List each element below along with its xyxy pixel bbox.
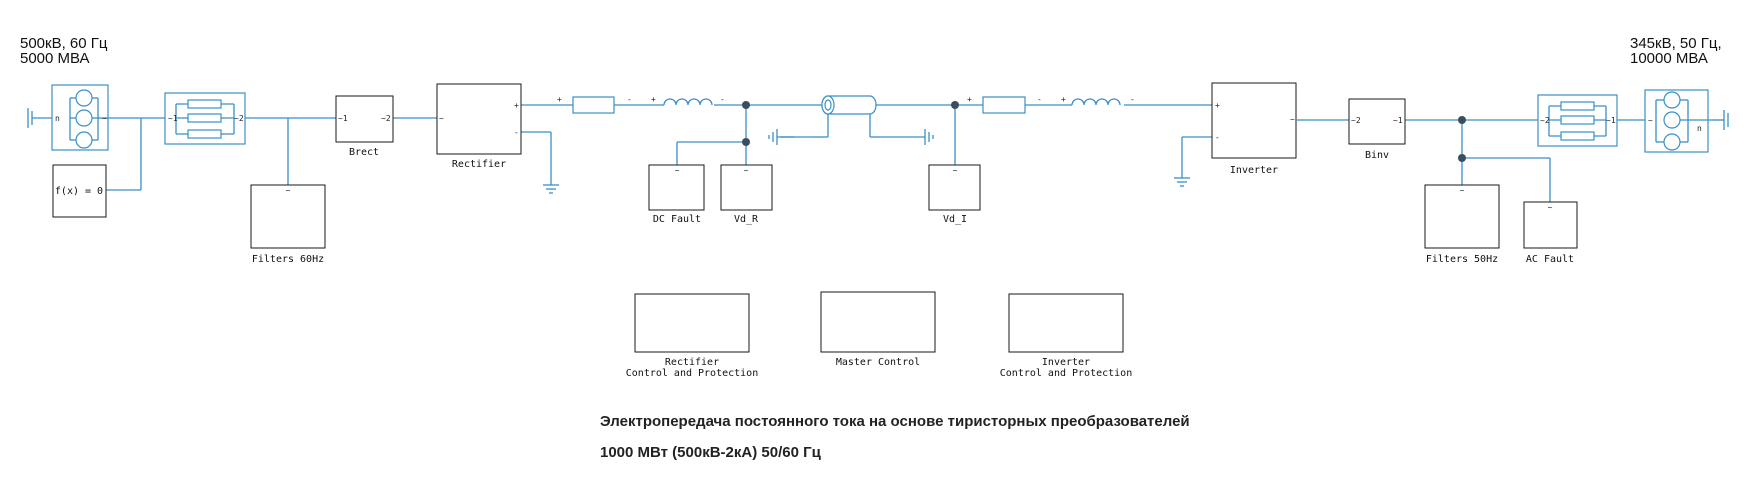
diagram-caption-line1: Электропередача постоянного тока на осно… (600, 413, 1190, 430)
port-tilde1-binv: ~1 (1393, 116, 1403, 125)
port-tilde-src-left: ~ (102, 114, 107, 123)
fx-block[interactable]: f(x) = 0 (52, 164, 107, 218)
port-tilde-inv: ~ (1290, 115, 1295, 124)
vd-i-label: Vd_I (943, 214, 967, 225)
inverter-label: Inverter (1230, 165, 1278, 176)
inverter-control-label-1: Inverter (1042, 357, 1090, 368)
master-control-block[interactable]: Master Control (820, 291, 936, 368)
inverter-ground-icon (1174, 177, 1190, 187)
ac-fault-block[interactable]: ~ AC Fault (1523, 201, 1578, 265)
port-minus-ind-i: - (1130, 95, 1135, 104)
port-tilde-vdr: ~ (744, 166, 749, 175)
source-left-power: 5000 МВА (20, 50, 90, 67)
port-tilde-acf: ~ (1548, 203, 1553, 212)
cable-ground-left-icon (768, 129, 812, 145)
smoothing-inductor-rect[interactable]: + - (651, 95, 725, 106)
rectifier-label: Rectifier (452, 159, 506, 170)
inverter-block[interactable]: + - ~ Inverter (1211, 82, 1297, 176)
brect-block[interactable]: ~1 ~2 Brect (335, 95, 394, 158)
vd-r-block[interactable]: ~ Vd_R (720, 164, 773, 225)
port-tilde2-imp-right: ~2 (1540, 116, 1550, 125)
port-tilde-rect: ~ (439, 114, 444, 123)
filters-60hz-label: Filters 60Hz (252, 254, 324, 265)
junction-node (1458, 154, 1466, 162)
port-tilde-f50: ~ (1460, 186, 1465, 195)
inverter-control-label-2: Control and Protection (1000, 368, 1132, 379)
dc-fault-label: DC Fault (653, 214, 701, 225)
source-left-voltage: 500кВ, 60 Гц (20, 35, 108, 52)
source-right-voltage: 345кВ, 50 Гц, (1630, 35, 1722, 52)
filters-50hz-label: Filters 50Hz (1426, 254, 1498, 265)
port-plus-rect: + (514, 101, 519, 110)
port-minus-ind-r: - (720, 95, 725, 104)
filters-50hz-block[interactable]: ~ Filters 50Hz (1424, 184, 1500, 265)
port-plus-res-i: + (967, 95, 972, 104)
master-control-label: Master Control (836, 357, 920, 368)
ac-source-right[interactable]: ~ n (1644, 89, 1729, 153)
port-tilde1-imp-left: ~1 (168, 114, 178, 123)
port-plus-inv: + (1215, 101, 1220, 110)
cable-ground-right-icon (924, 129, 934, 145)
junction-node (742, 138, 750, 146)
port-minus-rect: - (514, 128, 519, 137)
junction-node (951, 101, 959, 109)
port-plus-ind-r: + (651, 95, 656, 104)
diagram-caption-line2: 1000 МВт (500кВ-2кА) 50/60 Гц (600, 444, 822, 461)
vd-r-label: Vd_R (734, 214, 759, 225)
binv-label: Binv (1365, 150, 1389, 161)
port-n-left: n (55, 114, 60, 123)
inverter-control-block[interactable]: Inverter Control and Protection (1000, 293, 1132, 379)
junction-node (742, 101, 750, 109)
port-tilde2-binv: ~2 (1351, 116, 1361, 125)
ac-fault-label: AC Fault (1526, 254, 1574, 265)
port-minus-res-i: - (1037, 95, 1042, 104)
dc-fault-block[interactable]: ~ DC Fault (648, 164, 705, 225)
rectifier-control-label-2: Control and Protection (626, 368, 758, 379)
port-tilde2-imp-left: ~2 (234, 114, 244, 123)
port-tilde-vdi: ~ (953, 166, 958, 175)
vd-i-block[interactable]: ~ Vd_I (928, 164, 981, 225)
port-tilde1-brect: ~1 (338, 114, 348, 123)
binv-block[interactable]: ~2 ~1 Binv (1348, 98, 1406, 161)
port-minus-res-r: - (627, 95, 632, 104)
port-minus-inv: - (1215, 133, 1220, 142)
port-tilde-dcf: ~ (675, 166, 680, 175)
source-impedance-right[interactable]: ~2 ~1 (1537, 94, 1618, 147)
brect-label: Brect (349, 147, 379, 158)
port-tilde2-brect: ~2 (381, 114, 391, 123)
rectifier-control-block[interactable]: Rectifier Control and Protection (626, 293, 758, 379)
port-tilde-src-right: ~ (1648, 116, 1653, 125)
fx-label: f(x) = 0 (55, 186, 103, 197)
smoothing-resistor-rect[interactable]: + - (557, 95, 632, 114)
port-plus-res-r: + (557, 95, 562, 104)
port-tilde-f60: ~ (286, 186, 291, 195)
port-n-right: n (1697, 124, 1702, 133)
ac-source-left[interactable]: n ~ (27, 84, 109, 151)
smoothing-inductor-inv[interactable]: + - (1061, 95, 1135, 106)
wires (106, 104, 1645, 202)
rectifier-control-label-1: Rectifier (665, 357, 719, 368)
port-plus-ind-i: + (1061, 95, 1066, 104)
source-right-power: 10000 МВА (1630, 50, 1708, 67)
smoothing-resistor-inv[interactable]: + - (967, 95, 1042, 114)
dc-cable-block[interactable] (812, 95, 880, 138)
junction-node (1458, 116, 1466, 124)
rectifier-block[interactable]: ~ + - Rectifier (436, 83, 522, 170)
filters-60hz-block[interactable]: ~ Filters 60Hz (250, 184, 326, 265)
source-impedance-left[interactable]: ~1 ~2 (164, 92, 246, 145)
rectifier-ground-icon (543, 184, 559, 194)
port-tilde1-imp-right: ~1 (1606, 116, 1616, 125)
